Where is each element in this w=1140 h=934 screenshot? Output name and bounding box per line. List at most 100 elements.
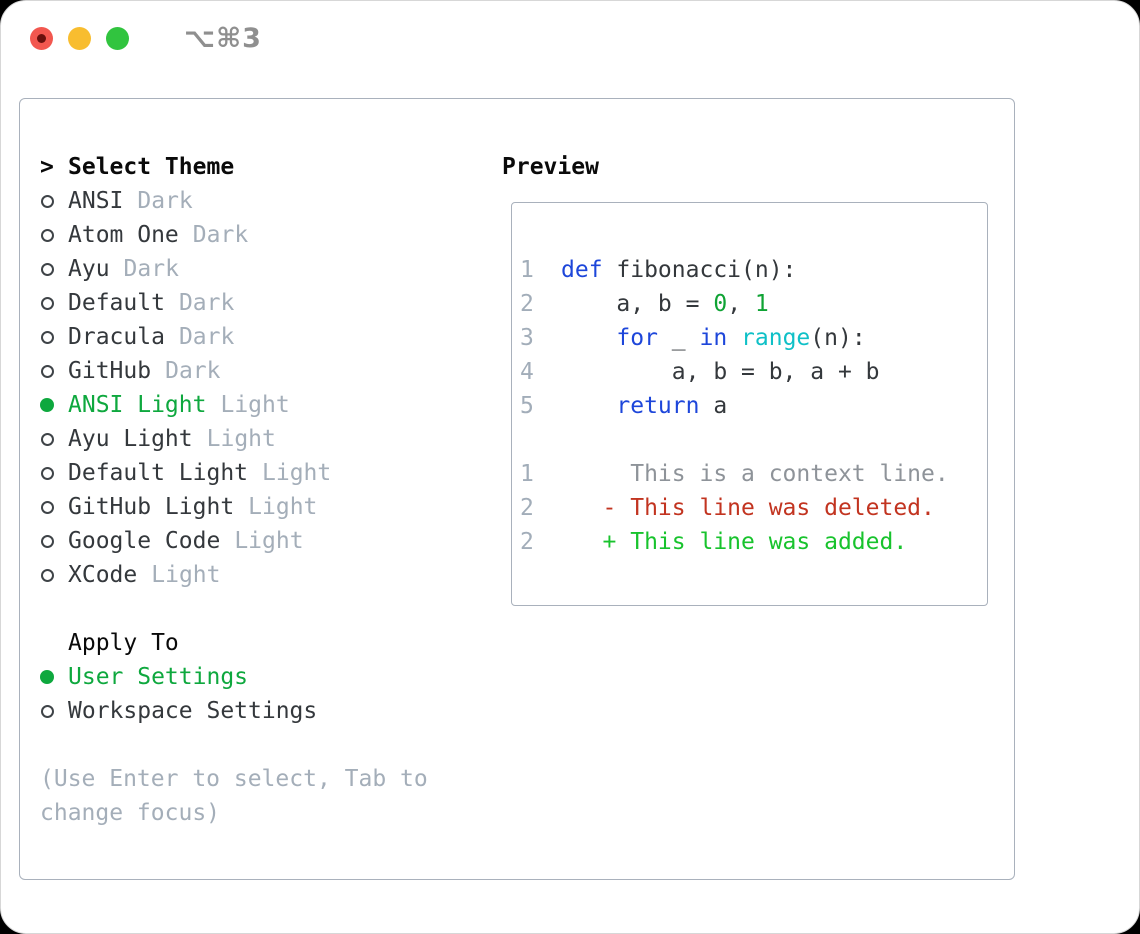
code-token-builtin: range [741,324,811,351]
theme-option-label: XCode [68,562,138,588]
code-token-plain: fibonacci(n): [602,256,797,283]
titlebar: ⌥⌘3 [1,1,1139,75]
code-token-context: This is a context line. [561,460,949,487]
code-line: 2 a, b = 0, 1 [520,287,987,321]
radio-icon [41,704,54,718]
line-number: 2 [520,494,534,521]
close-button[interactable] [30,26,53,50]
theme-option-ayu-light[interactable]: Ayu Light Light [40,422,464,456]
radio-icon [41,364,54,378]
code-line: 1 This is a context line. [520,457,987,491]
theme-variant-label: Light [206,426,276,452]
code-line: 2 - This line was deleted. [520,491,987,525]
code-token-keyword: def [561,256,603,283]
radio-icon [41,568,54,582]
code-line: 3 for _ in range(n): [520,321,987,355]
radio-icon [41,194,54,208]
theme-variant-label: Light [262,460,332,486]
theme-variant-label: Dark [178,290,235,316]
theme-list-header: > Select Theme [40,150,464,184]
radio-icon [41,296,54,310]
code-token-plain: (n): [810,324,866,351]
theme-variant-label: Dark [137,188,193,214]
apply-option-workspace-settings[interactable]: Workspace Settings [40,694,464,728]
code-line [520,423,987,457]
code-token-keyword: return [616,392,700,419]
theme-option-github[interactable]: GitHub Dark [40,354,464,388]
radio-selected-icon [40,398,54,412]
theme-option-label: Google Code [68,528,221,554]
line-number: 3 [520,324,534,351]
theme-variant-label: Light [220,392,290,418]
code-token-added: + This line was added. [561,528,908,555]
theme-option-label: Ayu Light [68,426,193,452]
theme-option-label: Default [68,290,165,316]
theme-option-default[interactable]: Default Dark [40,286,464,320]
radio-icon [41,330,54,344]
record-dot-icon [37,33,46,43]
preview-title: Preview [502,154,599,180]
code-line: 4 a, b = b, a + b [520,355,987,389]
code-token-plain [561,393,616,419]
line-number: 2 [520,528,534,555]
spacer [40,728,464,762]
line-number: 4 [520,358,534,385]
theme-variant-label: Dark [178,324,235,350]
code-token-plain: a, b = b, a + b [561,358,880,385]
line-number: 5 [520,392,534,419]
radio-icon [41,228,54,242]
theme-variant-label: Dark [165,358,221,384]
theme-variant-label: Light [151,562,221,588]
spacer [40,592,464,626]
theme-option-label: GitHub Light [68,494,235,520]
theme-option-google-code[interactable]: Google Code Light [40,524,464,558]
code-token-deleted: - This line was deleted. [561,494,935,521]
line-number: 1 [520,256,534,283]
minimize-button[interactable] [68,26,91,50]
apply-option-user-settings[interactable]: User Settings [40,660,464,694]
theme-option-atom-one[interactable]: Atom One Dark [40,218,464,252]
theme-option-label: Ayu [68,256,110,282]
radio-icon [41,432,54,446]
radio-icon [41,262,54,276]
code-token-plain: a, b = [561,290,714,317]
theme-option-label: Atom One [68,222,179,248]
theme-option-xcode[interactable]: XCode Light [40,558,464,592]
code-token-plain: , [727,290,755,317]
radio-selected-icon [40,670,54,684]
apply-option-label: Workspace Settings [68,698,318,724]
theme-option-ansi[interactable]: ANSI Dark [40,184,464,218]
theme-option-label: GitHub [68,358,152,384]
code-token-keyword: in [699,324,728,351]
code-token-plain: _ [657,324,700,351]
code-token-plain [727,325,741,351]
theme-option-default-light[interactable]: Default Light Light [40,456,464,490]
theme-option-label: ANSI [68,188,124,214]
code-line: 5 return a [520,389,987,423]
apply-to-header: Apply To [68,630,179,656]
code-token-number: 0 [713,290,728,317]
theme-list-title: Select Theme [68,154,235,180]
theme-variant-label: Dark [123,256,179,282]
theme-variant-label: Dark [192,222,249,248]
cursor-prefix: > [40,154,54,180]
theme-variant-label: Light [234,528,304,554]
window-shortcut-label: ⌥⌘3 [184,22,262,54]
theme-option-label: Default Light [68,460,249,486]
theme-option-ayu[interactable]: Ayu Dark [40,252,464,286]
code-token-plain [561,325,616,351]
radio-icon [41,500,54,514]
code-token-keyword: for [616,324,658,351]
code-token-plain: a [699,392,728,419]
hint-text: (Use Enter to select, Tab to change focu… [40,766,428,826]
zoom-button[interactable] [106,26,129,50]
radio-icon [41,534,54,548]
